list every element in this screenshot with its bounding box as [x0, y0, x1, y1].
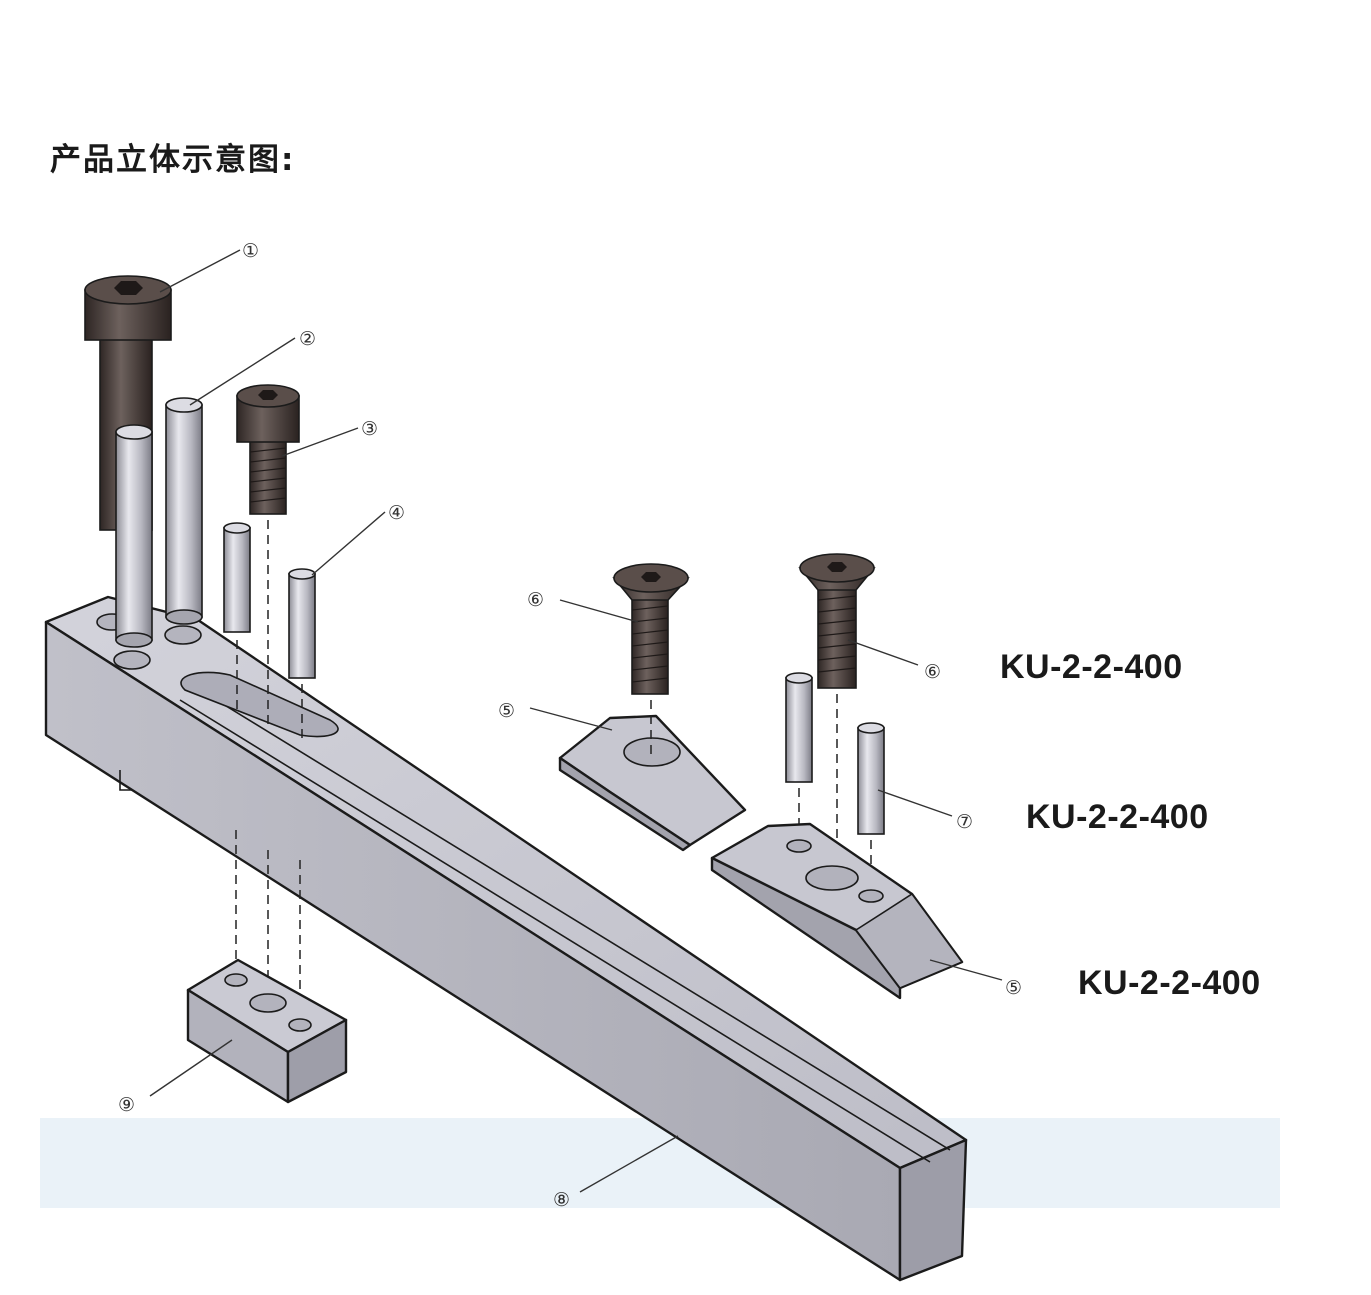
- part-7-pins: [785, 672, 885, 890]
- part-8-rail: [44, 595, 968, 1282]
- rail-end-face: [898, 1138, 968, 1282]
- callout-4: ④: [388, 502, 405, 524]
- page-title: 产品立体示意图:: [50, 142, 296, 178]
- rail-oblong-slot: [180, 671, 339, 738]
- part-5-wedge-lower: [710, 822, 964, 1000]
- part-2-dowel-pins: [115, 397, 203, 648]
- model-label-2: KU-2-2-400: [1026, 798, 1209, 836]
- callout-6a: ⑥: [527, 589, 544, 611]
- callout-2: ②: [299, 328, 316, 350]
- callout-5b: ⑤: [1005, 977, 1022, 999]
- model-label-3: KU-2-2-400: [1078, 964, 1261, 1002]
- part-9-nut-block: [186, 958, 348, 1104]
- rail-hole-1: [113, 650, 151, 670]
- part-3-cap-screw: [236, 384, 300, 515]
- rail-groove: [199, 689, 951, 1151]
- left-guide-lines: [235, 520, 303, 1015]
- callout-5a: ⑤: [498, 700, 515, 722]
- callout-9: ⑨: [118, 1094, 135, 1116]
- part-5-wedge-upper: [558, 714, 747, 852]
- rail-bottom-notch: [119, 770, 132, 791]
- leader-lines: [149, 249, 1003, 1193]
- callout-8: ⑧: [553, 1189, 570, 1211]
- rail-groove-edge: [179, 699, 931, 1163]
- callout-6b: ⑥: [924, 661, 941, 683]
- rail-hole-2: [164, 625, 202, 645]
- part-4-small-pins: [223, 522, 316, 679]
- callout-numbers: ① ② ③ ④ ⑥ ⑤ ⑥ ⑦ ⑤ ⑧ ⑨: [118, 240, 1022, 1211]
- part-6-countersunk-screw-right: [798, 553, 876, 870]
- background-band: [40, 1118, 1280, 1208]
- callout-3: ③: [361, 418, 378, 440]
- part-6-countersunk-screw-left: [612, 563, 690, 760]
- callout-1: ①: [242, 240, 259, 262]
- callout-7: ⑦: [956, 811, 973, 833]
- model-label-1: KU-2-2-400: [1000, 648, 1183, 686]
